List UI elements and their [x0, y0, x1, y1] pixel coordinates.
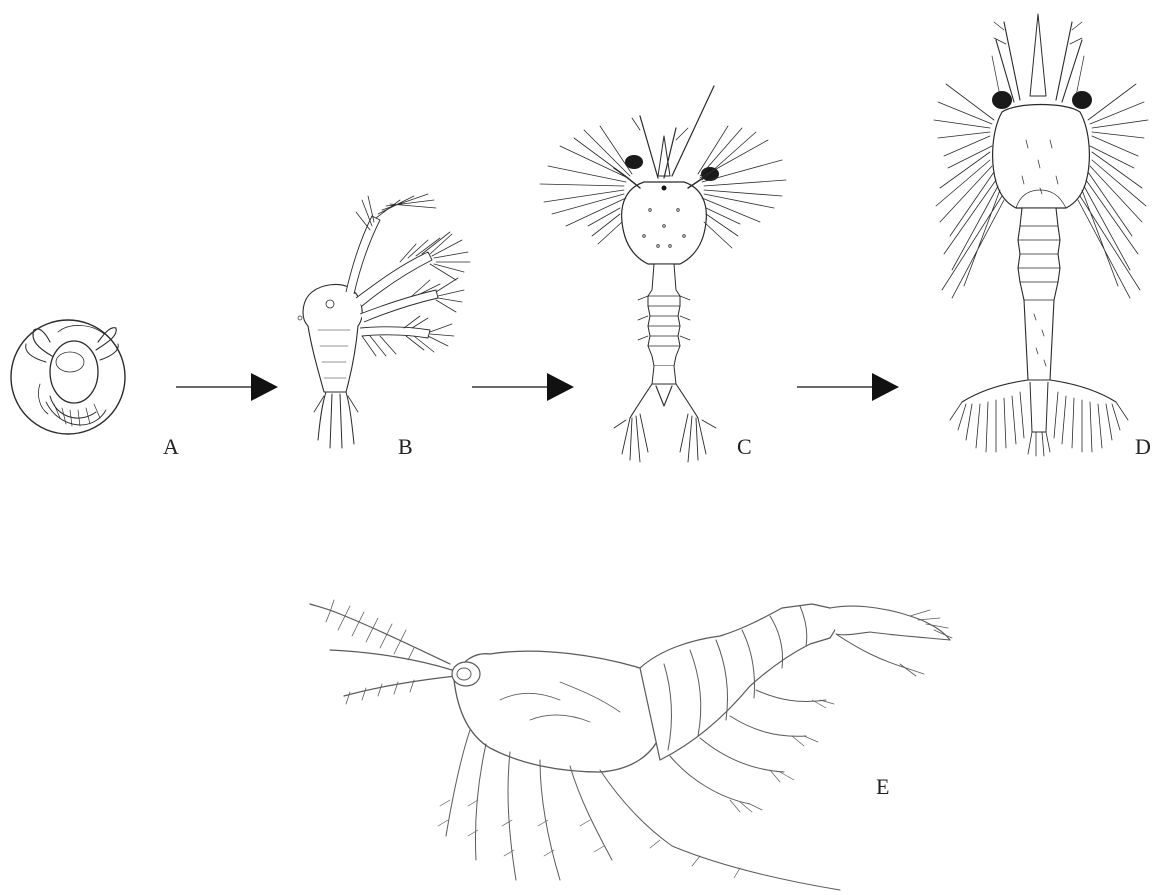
- stage-e-label: E: [876, 776, 889, 798]
